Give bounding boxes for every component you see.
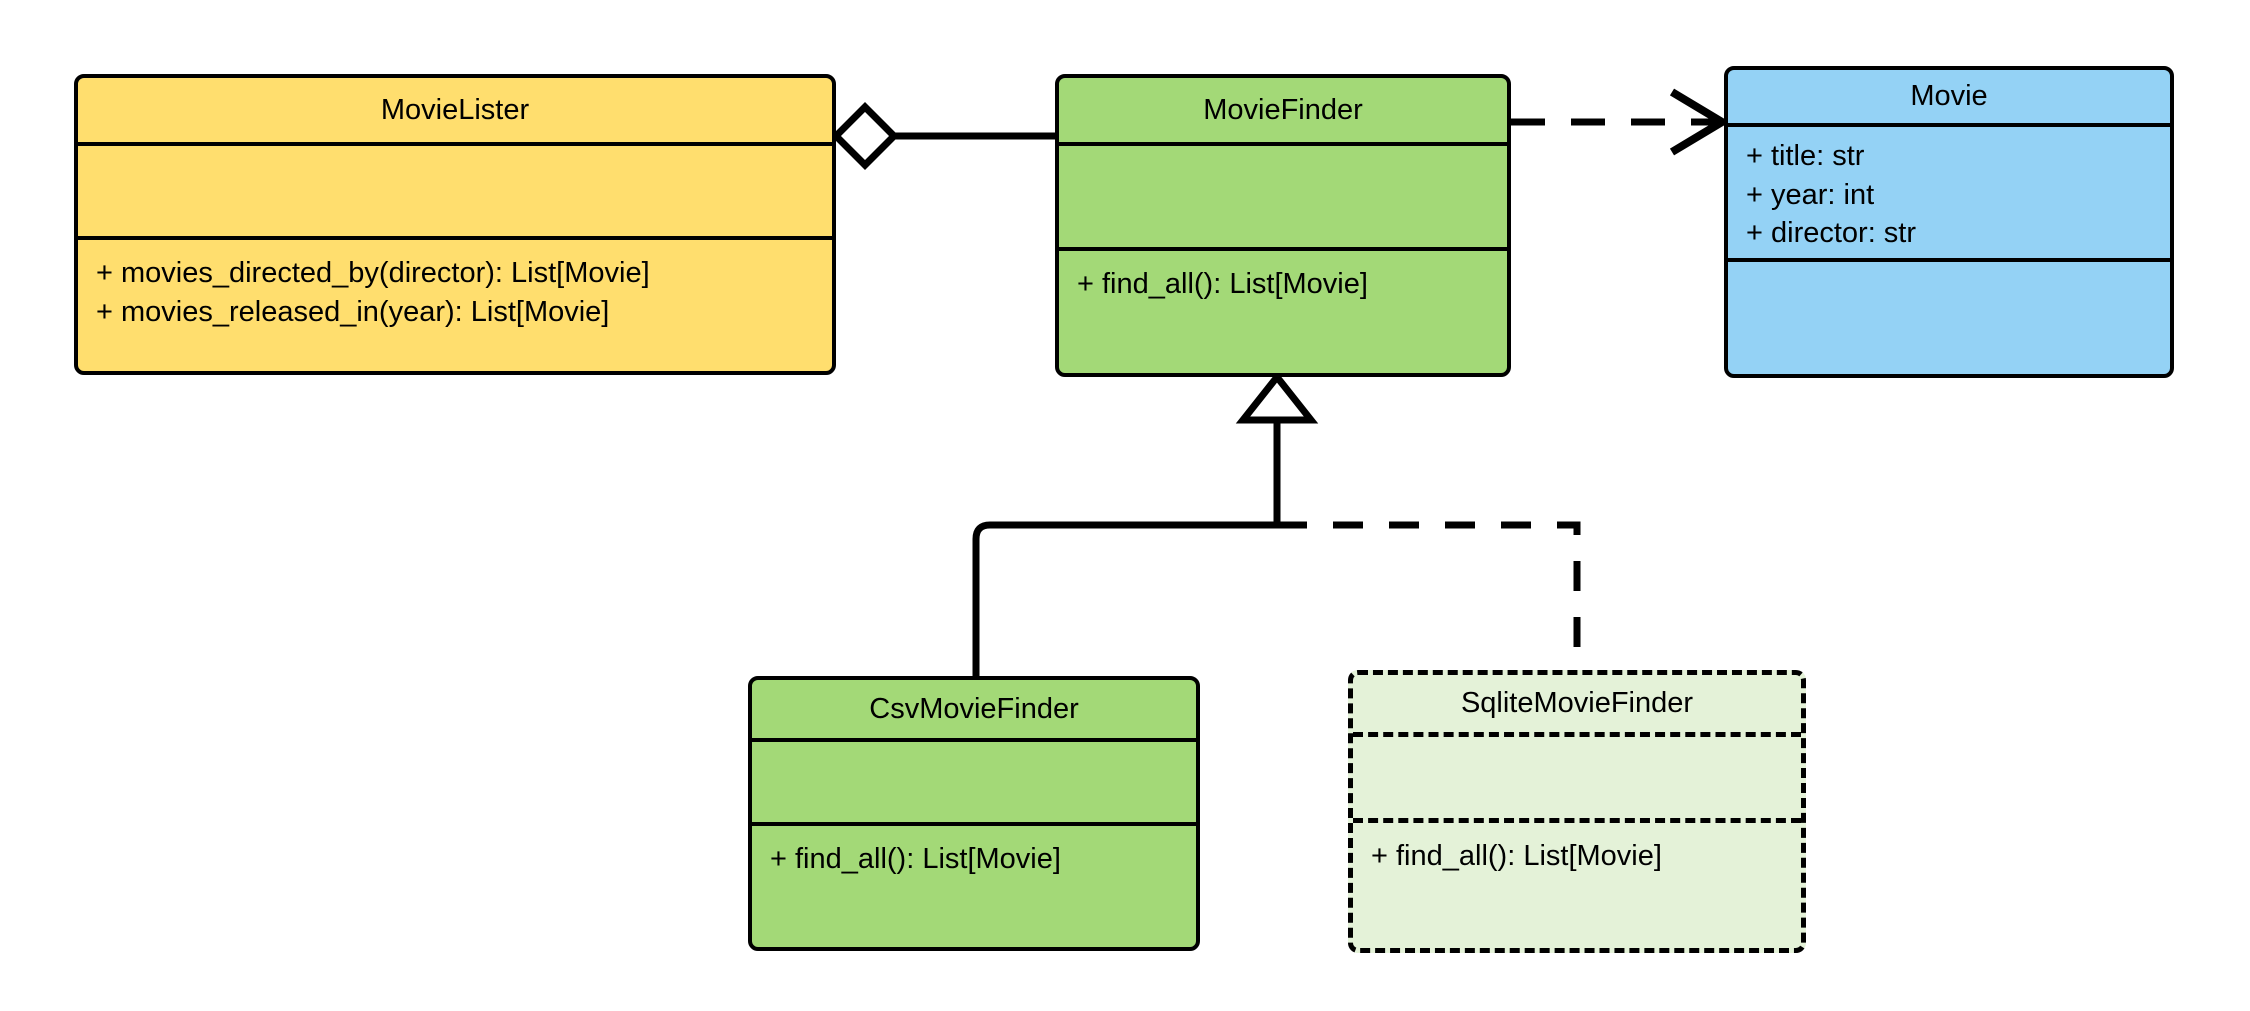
relationship-inheritance-sqlite-finder[interactable] (1277, 521, 1581, 670)
relationship-dependency-finder-movie[interactable] (1511, 88, 1730, 156)
class-operations-movie-finder: + find_all(): List[Movie] (1059, 251, 1507, 373)
operation-item: + find_all(): List[Movie] (1371, 840, 1662, 872)
class-operations-sqlite-movie-finder: + find_all(): List[Movie] (1353, 823, 1801, 948)
attribute-item: + year: int (1746, 178, 1875, 211)
relationship-aggregation-lister-finder[interactable] (831, 102, 1055, 170)
inheritance-line-sqlite (1277, 521, 1581, 670)
class-box-sqlite-movie-finder[interactable]: SqliteMovieFinder + find_all(): List[Mov… (1348, 670, 1806, 953)
hollow-diamond-marker (831, 102, 899, 170)
class-operations-movie-lister: + movies_directed_by(director): List[Mov… (78, 240, 832, 371)
attribute-item: + title: str (1746, 140, 1865, 172)
class-attributes-movie-finder (1059, 146, 1507, 251)
operation-item: + movies_directed_by(director): List[Mov… (96, 257, 650, 289)
attribute-item: + director: str (1746, 217, 1917, 250)
inheritance-line-csv (972, 521, 1277, 676)
class-name-movie-lister: MovieLister (78, 78, 832, 146)
class-attributes-movie: + title: str + year: int + director: str (1728, 127, 2170, 262)
class-operations-csv-movie-finder: + find_all(): List[Movie] (752, 826, 1196, 947)
class-attributes-sqlite-movie-finder (1353, 737, 1801, 823)
class-box-csv-movie-finder[interactable]: CsvMovieFinder + find_all(): List[Movie] (748, 676, 1200, 951)
class-box-movie[interactable]: Movie + title: str + year: int + directo… (1724, 66, 2174, 378)
class-box-movie-lister[interactable]: MovieLister + movies_directed_by(directo… (74, 74, 836, 375)
class-attributes-movie-lister (78, 146, 832, 240)
class-name-movie-finder: MovieFinder (1059, 78, 1507, 146)
class-name-csv-movie-finder: CsvMovieFinder (752, 680, 1196, 742)
class-name-movie: Movie (1728, 70, 2170, 127)
class-attributes-csv-movie-finder (752, 742, 1196, 826)
generalization-shared-trunk (1235, 371, 1319, 525)
open-arrow-marker (1669, 88, 1730, 156)
class-operations-movie (1728, 262, 2170, 374)
operation-item: + find_all(): List[Movie] (1077, 268, 1368, 300)
relationship-inheritance-csv-finder[interactable] (972, 521, 1277, 676)
hollow-triangle-marker (1235, 371, 1319, 424)
class-name-sqlite-movie-finder: SqliteMovieFinder (1353, 675, 1801, 737)
class-box-movie-finder[interactable]: MovieFinder + find_all(): List[Movie] (1055, 74, 1511, 377)
operation-item: + find_all(): List[Movie] (770, 843, 1061, 875)
operation-item: + movies_released_in(year): List[Movie] (96, 295, 610, 328)
